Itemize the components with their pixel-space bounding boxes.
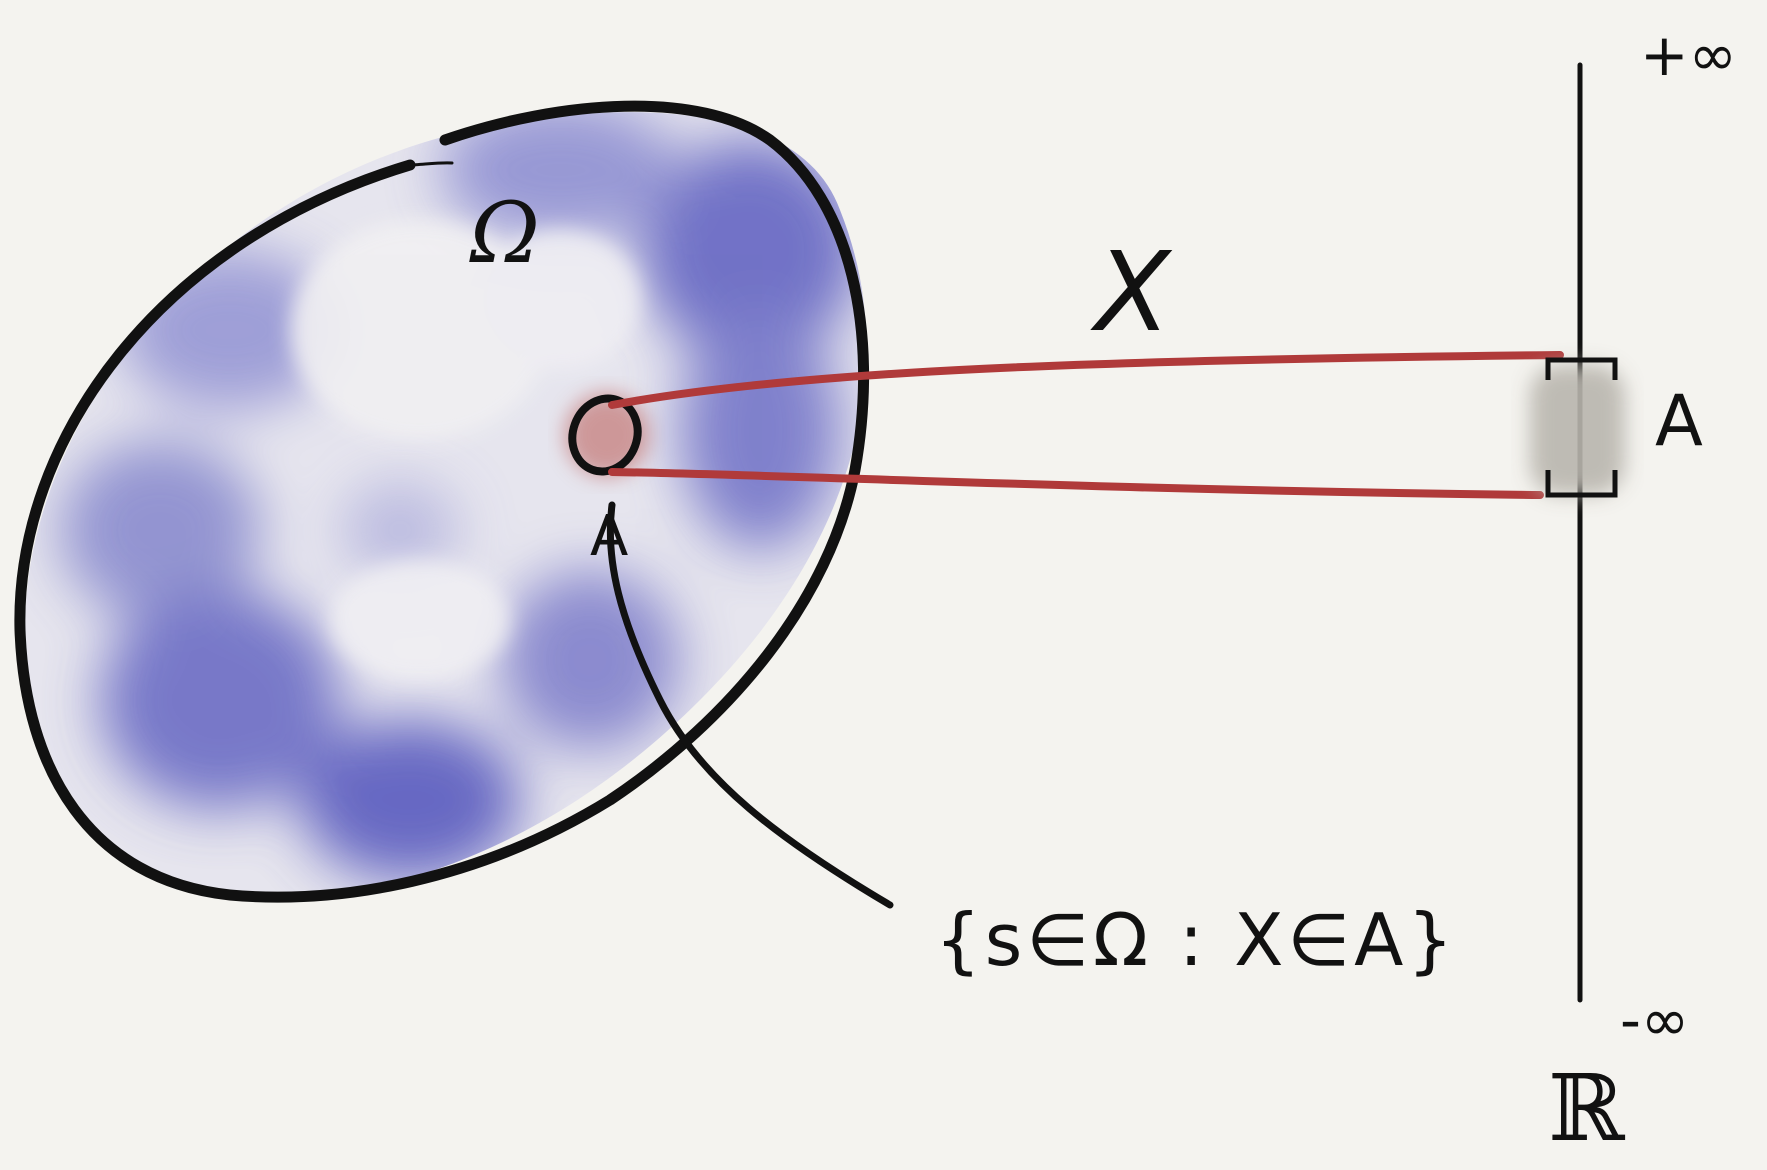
sample-space-outline (14, 100, 870, 903)
sample-space-fill (24, 112, 867, 900)
sample-space-outline-thin (408, 161, 454, 167)
sample-space-label: Ω (469, 184, 540, 282)
set-notation: {s∈Ω : X∈A} (935, 898, 1457, 982)
bottom-limit-label: -∞ (1620, 986, 1689, 1054)
interval-region (1530, 357, 1625, 498)
annotation-arrow (606, 501, 894, 909)
mapping-line-bottom (608, 468, 1544, 499)
mapping-line-top (608, 351, 1564, 409)
top-limit-label: +∞ (1640, 21, 1737, 89)
real-line-label: ℝ (1548, 1055, 1626, 1162)
interval-label: A (1655, 380, 1703, 462)
random-variable-label: X (1090, 228, 1173, 356)
